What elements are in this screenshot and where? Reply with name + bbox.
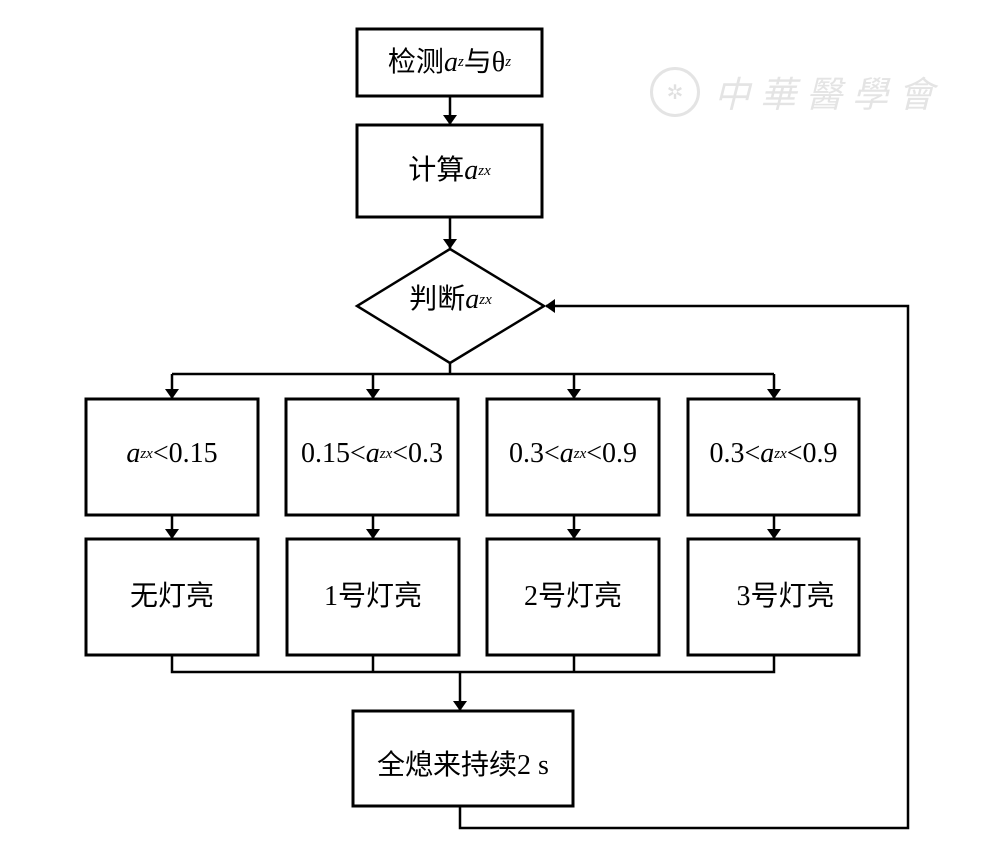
watermark-text: 中華醫學會 [714, 75, 945, 116]
final-text: 全熄来持续2 s [377, 749, 549, 781]
detect-sub-z2: z [505, 54, 512, 70]
association-seal-icon: ✲ [650, 67, 700, 117]
outcome-label-1: 无灯亮 [86, 539, 258, 655]
judge-sub: zx [479, 291, 492, 308]
condition-var: a [760, 438, 775, 469]
condition-var: a [559, 438, 574, 469]
outcome-label-4: 3号灯亮 [700, 539, 871, 655]
judge-var: a [465, 284, 480, 315]
condition-post: <0.9 [786, 438, 838, 469]
compute-var: a [464, 155, 479, 186]
merge-bus [170, 655, 776, 674]
final-box [351, 709, 575, 808]
compute-prefix: 计算 [408, 155, 465, 186]
condition-var: a [126, 438, 141, 469]
condition-sub: zx [379, 445, 393, 462]
judge-prefix: 判断 [409, 284, 466, 315]
condition-pre: 0.15< [300, 438, 366, 469]
outcome-text: 2号灯亮 [523, 581, 622, 612]
condition-var: a [365, 438, 380, 469]
condition-post: <0.3 [392, 438, 444, 469]
outcome-text: 3号灯亮 [736, 581, 835, 612]
detect-sub-z: z [457, 54, 464, 70]
final-label: 全熄来持续2 s [353, 718, 573, 813]
detect-var-a: a [443, 46, 458, 78]
compute-sub: zx [478, 162, 491, 179]
outcome-text: 1号灯亮 [323, 581, 422, 612]
outcome-text: 无灯亮 [129, 581, 214, 612]
detect-mid: 与 [463, 46, 492, 78]
watermark: ✲ 中華醫學會 [650, 66, 944, 118]
condition-sub: zx [573, 445, 587, 462]
condition-post: <0.15 [152, 438, 218, 469]
condition-sub: zx [140, 445, 153, 462]
outcome-label-2: 1号灯亮 [287, 539, 459, 655]
outcome-label-3: 2号灯亮 [487, 539, 659, 655]
condition-pre: 0.3< [709, 438, 761, 469]
detect-prefix: 检测 [387, 46, 444, 78]
condition-sub: zx [774, 445, 787, 462]
condition-pre: 0.3< [508, 438, 560, 469]
detect-var-theta: θ [491, 46, 506, 78]
condition-post: <0.9 [586, 438, 638, 469]
loop-back-line [458, 299, 910, 830]
